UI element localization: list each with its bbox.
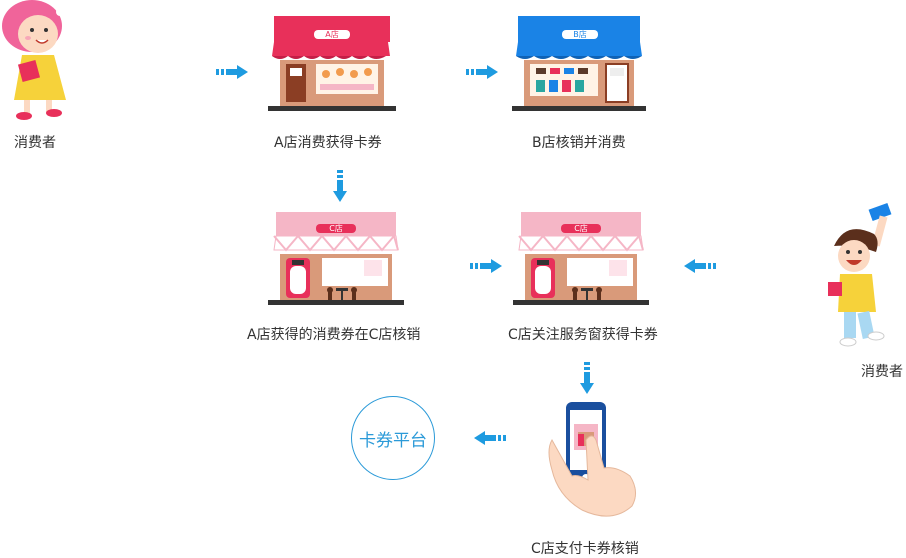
store-b-caption: B店核销并消费 — [532, 135, 626, 151]
phone-payment — [548, 400, 638, 526]
store-a-sign: A店 — [325, 30, 339, 39]
arrow-consumer-right-to-store-c — [684, 259, 716, 273]
consumer-right-label: 消费者 — [861, 364, 903, 380]
store-c-left-sign: C店 — [329, 224, 343, 233]
arrow-store-c-right-to-store-c-left — [470, 259, 502, 273]
store-a-illustration — [268, 16, 396, 111]
consumer-left — [0, 0, 80, 125]
store-c-right: C店 — [513, 212, 649, 308]
boy-with-card-icon — [828, 202, 892, 347]
arrow-girl-to-store-a — [216, 65, 248, 79]
phone-caption: C店支付卡券核销 — [531, 541, 639, 557]
store-b-illustration — [512, 16, 646, 111]
coupon-platform-label: 卡券平台 — [359, 430, 427, 451]
store-c-right-sign: C店 — [574, 224, 588, 233]
store-a-caption: A店消费获得卡券 — [274, 135, 382, 151]
hand-phone-icon — [548, 402, 636, 517]
consumer-left-label: 消费者 — [14, 135, 56, 151]
store-c-left-illustration — [268, 212, 404, 305]
store-c-left: C店 — [268, 212, 404, 308]
store-c-right-illustration — [513, 212, 649, 305]
girl-shopping-icon — [2, 0, 66, 120]
arrow-store-a-to-store-b — [466, 65, 498, 79]
store-b-sign: B店 — [573, 30, 587, 39]
arrow-phone-to-platform — [474, 431, 506, 445]
arrow-store-a-to-store-c — [333, 170, 347, 202]
consumer-right — [826, 200, 906, 352]
coupon-platform: 卡券平台 — [351, 396, 435, 480]
store-c-left-caption: A店获得的消费券在C店核销 — [247, 327, 421, 343]
store-c-right-caption: C店关注服务窗获得卡券 — [508, 327, 658, 343]
store-a: A店 — [268, 16, 396, 114]
store-b: B店 — [512, 16, 646, 114]
arrow-store-c-to-phone — [580, 362, 594, 394]
